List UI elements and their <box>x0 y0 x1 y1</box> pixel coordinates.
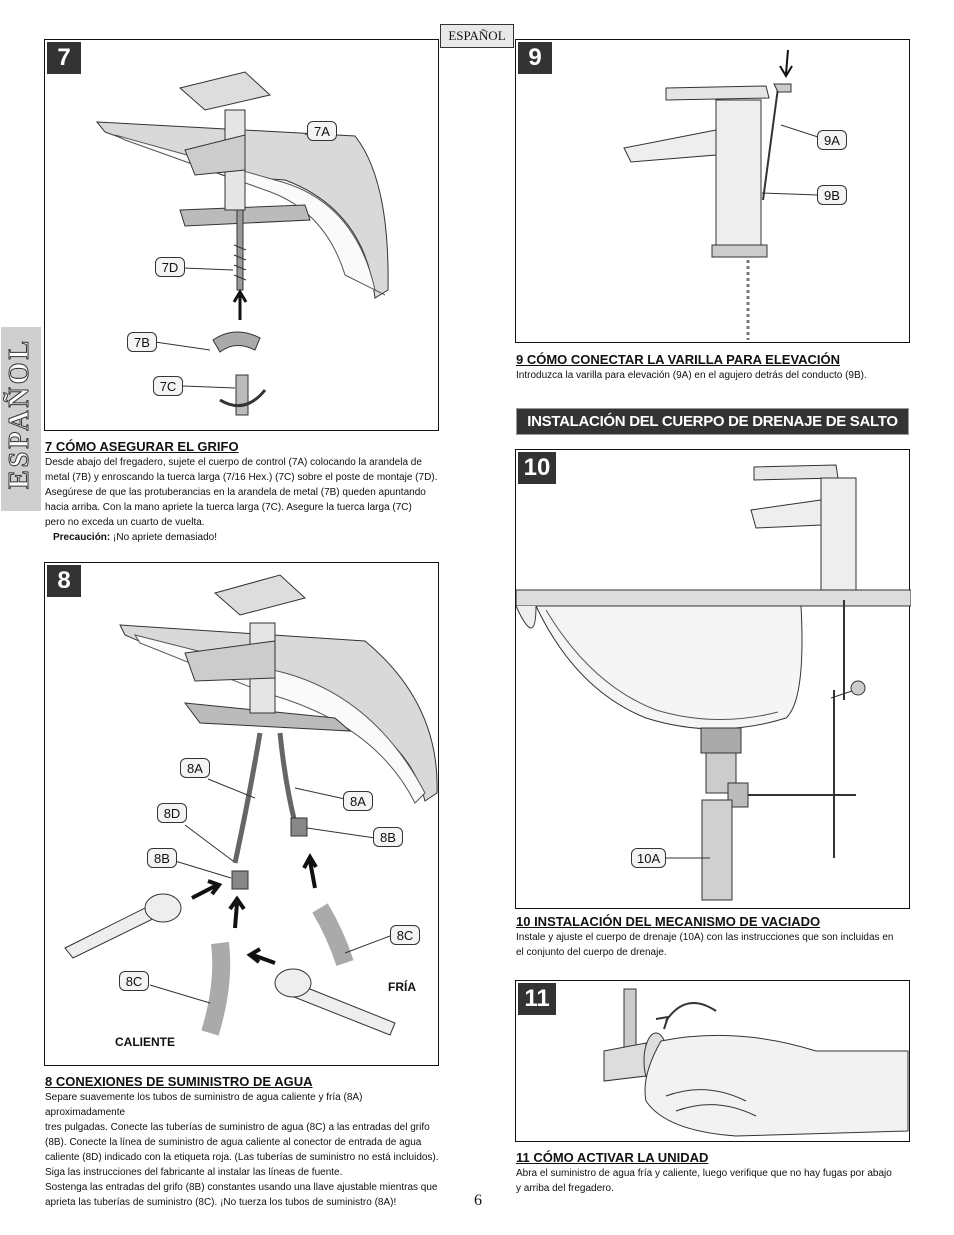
language-tab: ESPAÑOL <box>440 24 514 48</box>
step-9-body: Introduzca la varilla para elevación (9A… <box>516 370 867 381</box>
callout-7c: 7C <box>153 376 183 396</box>
callout-8c-hot: 8C <box>119 971 149 991</box>
step-7-title: 7 CÓMO ASEGURAR EL GRIFO <box>45 439 239 454</box>
side-language-label: ESPAÑOL <box>4 337 36 489</box>
step-9-title: 9 CÓMO CONECTAR LA VARILLA PARA ELEVACIÓ… <box>516 352 841 367</box>
callout-7a: 7A <box>307 121 337 141</box>
step-11-illustration <box>603 988 909 1137</box>
callout-8a-hot: 8A <box>180 758 210 778</box>
step-11-body: Abra el suministro de agua fría y calien… <box>516 1168 892 1194</box>
section-banner: INSTALACIÓN DEL CUERPO DE DRENAJE DE SAL… <box>516 408 909 435</box>
caution-text: ¡No apriete demasiado! <box>110 532 217 543</box>
step-10-illustration <box>516 464 911 901</box>
step-9-illustration <box>623 49 822 340</box>
step-8-panel: 8 8A 8A 8D 8B 8B 8C <box>44 562 439 1066</box>
label-cold: FRÍA <box>388 980 416 994</box>
side-language-tab <box>1 327 41 511</box>
label-hot: CALIENTE <box>115 1035 175 1049</box>
callout-8b-cold: 8B <box>373 827 403 847</box>
callout-8d: 8D <box>157 803 187 823</box>
step-8-illustration <box>64 574 438 1036</box>
step-7-number: 7 <box>47 42 81 74</box>
callout-7d: 7D <box>155 257 185 277</box>
step-8-body: Separe suavemente los tubos de suministr… <box>45 1092 439 1208</box>
step-9-panel: 9 9A 9B <box>515 39 910 343</box>
step-7-illustration <box>95 71 389 416</box>
page-number: 6 <box>474 1192 482 1209</box>
callout-9b: 9B <box>817 185 847 205</box>
callout-7b: 7B <box>127 332 157 352</box>
step-11-panel: 11 <box>515 980 910 1142</box>
callout-8a-cold: 8A <box>343 791 373 811</box>
step-7-panel: 7 7A 7D 7B 7C <box>44 39 439 431</box>
step-7-body: Desde abajo del fregadero, sujete el cue… <box>45 457 438 543</box>
callout-10a: 10A <box>631 848 667 868</box>
step-10-title: 10 INSTALACIÓN DEL MECANISMO DE VACIADO <box>516 914 821 929</box>
step-10-number: 10 <box>518 452 556 484</box>
step-10-body: Instale y ajuste el cuerpo de drenaje (1… <box>516 932 894 958</box>
step-9-number: 9 <box>518 42 552 74</box>
step-11-number: 11 <box>518 983 556 1015</box>
step-8-title: 8 CONEXIONES DE SUMINISTRO DE AGUA <box>45 1074 313 1089</box>
callout-9a: 9A <box>817 130 847 150</box>
step-10-panel: 10 10A <box>515 449 911 909</box>
caution-label: Precaución: <box>53 532 111 543</box>
callout-8b-hot: 8B <box>147 848 177 868</box>
step-8-number: 8 <box>47 565 81 597</box>
callout-8c-cold: 8C <box>390 925 420 945</box>
step-11-title: 11 CÓMO ACTIVAR LA UNIDAD <box>516 1150 709 1165</box>
